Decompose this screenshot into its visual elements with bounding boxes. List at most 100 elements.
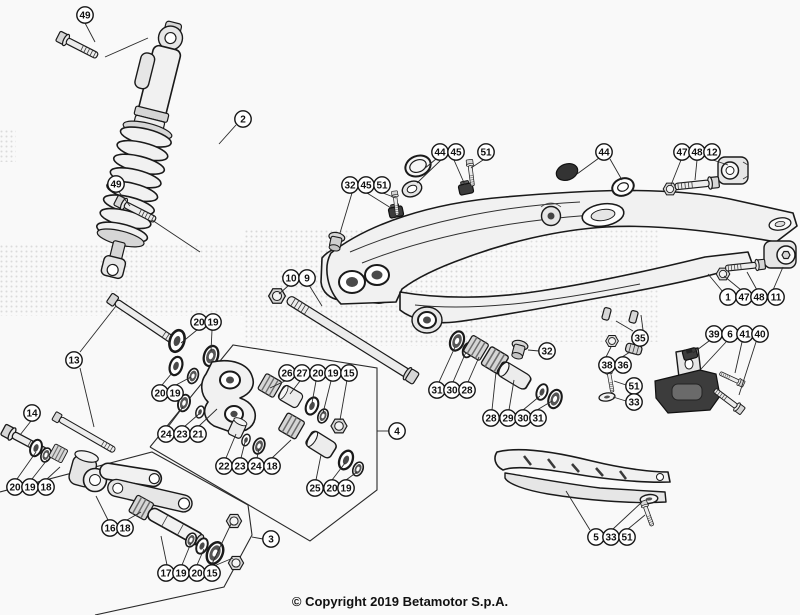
- leader-line: [470, 159, 484, 169]
- svg-text:28: 28: [461, 386, 473, 397]
- leader-line: [198, 408, 218, 427]
- rocker-link: [68, 450, 193, 513]
- svg-text:51: 51: [628, 382, 640, 393]
- svg-text:24: 24: [160, 430, 172, 441]
- svg-text:14: 14: [26, 409, 38, 420]
- svg-text:38: 38: [601, 361, 613, 372]
- leader-line: [256, 448, 260, 459]
- chain-adjuster-right: [717, 156, 749, 185]
- leader-line: [160, 535, 168, 566]
- callout-33: 33: [625, 393, 643, 411]
- svg-text:5: 5: [593, 533, 599, 544]
- callout-17: 17: [157, 564, 175, 582]
- leader-line: [536, 400, 553, 411]
- chain-guide: [654, 347, 721, 414]
- flanged-nut: [227, 555, 245, 571]
- bearing-cap-large: [404, 154, 432, 178]
- leader-line: [196, 548, 205, 566]
- leader-line: [640, 314, 644, 331]
- leader-line: [382, 192, 397, 199]
- svg-text:48: 48: [691, 148, 703, 159]
- needle-bearing: [315, 406, 331, 426]
- svg-text:13: 13: [68, 356, 80, 367]
- svg-text:41: 41: [739, 330, 751, 341]
- leader-line: [712, 159, 729, 166]
- flanged-nut: [225, 513, 243, 529]
- callout-27: 27: [293, 364, 311, 382]
- leader-line: [738, 341, 757, 396]
- callout-38: 38: [598, 356, 616, 374]
- svg-text:44: 44: [598, 148, 610, 159]
- callout-11: 11: [767, 288, 785, 306]
- svg-text:39: 39: [708, 330, 720, 341]
- leader-line: [339, 192, 353, 234]
- svg-text:51: 51: [480, 148, 492, 159]
- svg-text:18: 18: [40, 483, 52, 494]
- svg-text:51: 51: [621, 533, 633, 544]
- leader-line: [612, 501, 643, 530]
- leader-lines: [16, 22, 784, 567]
- callout-6: 6: [721, 325, 739, 343]
- swingarm-posts: [601, 307, 639, 324]
- callout-9: 9: [298, 269, 316, 287]
- callout-2: 2: [234, 110, 252, 128]
- callout-31: 31: [529, 409, 547, 427]
- callout-21: 21: [189, 425, 207, 443]
- spacer-tube: [276, 383, 305, 410]
- leader-line: [210, 523, 232, 567]
- pivot-bush-right: [508, 338, 530, 362]
- leader-line: [151, 219, 201, 253]
- callout-23: 23: [231, 457, 249, 475]
- leader-line: [251, 536, 264, 540]
- leader-line: [565, 490, 591, 531]
- leader-line: [278, 285, 289, 295]
- rubber-cap: [555, 162, 579, 182]
- leader-line: [345, 471, 358, 481]
- callout-20: 20: [188, 564, 206, 582]
- ribbed-spacer: [256, 372, 283, 399]
- callout-24: 24: [157, 425, 175, 443]
- svg-text:9: 9: [304, 274, 310, 285]
- flanged-nut: [330, 418, 348, 434]
- leader-line: [181, 542, 192, 566]
- chain-roller: [540, 202, 562, 227]
- callout-51: 51: [373, 176, 391, 194]
- callout-41: 41: [736, 325, 754, 343]
- callout-51: 51: [625, 377, 643, 395]
- callout-19: 19: [204, 313, 222, 331]
- svg-text:47: 47: [676, 148, 688, 159]
- leader-line: [31, 459, 48, 480]
- ribbed-bush: [277, 411, 306, 441]
- callout-25: 25: [306, 479, 324, 497]
- pivot-shaft: [286, 296, 420, 385]
- seal-washer: [166, 354, 186, 378]
- callout-13: 13: [65, 351, 83, 369]
- slider-bolt: [639, 499, 657, 528]
- callout-12: 12: [703, 143, 721, 161]
- leader-line: [452, 351, 467, 383]
- callout-31: 31: [428, 381, 446, 399]
- leader-line: [289, 380, 301, 395]
- svg-text:29: 29: [502, 414, 514, 425]
- needle-bearing: [184, 366, 202, 386]
- svg-text:40: 40: [754, 330, 766, 341]
- leader-line: [225, 433, 237, 459]
- svg-text:32: 32: [344, 181, 356, 192]
- leader-line: [210, 329, 213, 352]
- callout-36: 36: [614, 356, 632, 374]
- svg-text:20: 20: [312, 369, 324, 380]
- svg-text:51: 51: [376, 181, 388, 192]
- svg-text:17: 17: [160, 569, 172, 580]
- svg-text:20: 20: [154, 389, 166, 400]
- leader-line: [453, 159, 466, 186]
- callout-10: 10: [282, 269, 300, 287]
- callout-48: 48: [688, 143, 706, 161]
- svg-text:18: 18: [119, 524, 131, 535]
- svg-text:35: 35: [634, 334, 646, 345]
- svg-text:20: 20: [9, 483, 21, 494]
- callout-19: 19: [21, 478, 39, 496]
- group-bracket-3: [0, 451, 253, 615]
- leader-line: [746, 271, 758, 291]
- callout-33: 33: [602, 528, 620, 546]
- svg-text:22: 22: [218, 462, 230, 473]
